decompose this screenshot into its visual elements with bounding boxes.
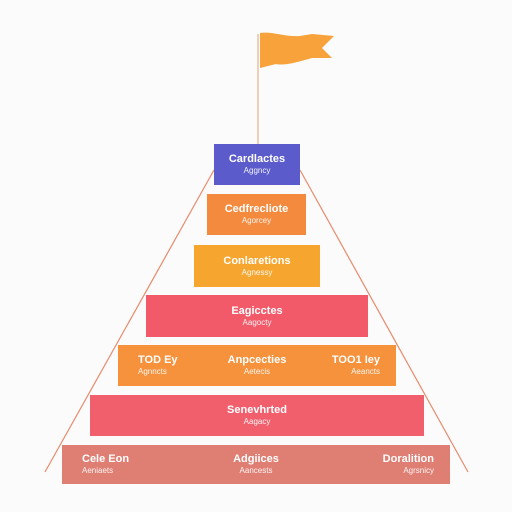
tier-2-box: Cedfrecliote Agorcey — [207, 194, 306, 235]
flag-icon — [260, 32, 334, 68]
tier-5-center-subtitle: Aetecis — [243, 367, 271, 376]
tier-5-left-title: TOD Ey — [138, 354, 178, 366]
tier-5-left-label: TOD Ey Agnncts — [138, 345, 178, 386]
tier-5-left-subtitle: Agnncts — [138, 367, 167, 376]
tier-7-left-label: Cele Eon Aeniaets — [82, 445, 129, 484]
tier-7-left-subtitle: Aeniaets — [82, 466, 114, 475]
tier-1-title: Cardlactes — [228, 153, 286, 165]
tier-5-center-title: Anpcecties — [227, 354, 287, 366]
tier-2-subtitle: Agorcey — [241, 216, 272, 225]
tier-7-center-label: Adgiices Aancests — [233, 453, 279, 476]
tier-5-right-subtitle: Aeancts — [351, 367, 380, 376]
tier-3-title: Conlaretions — [223, 254, 291, 267]
tier-7-center-subtitle: Aancests — [239, 466, 273, 475]
tier-1-box: Cardlactes Aggncy — [214, 144, 300, 185]
tier-6-box: Senevhrted Aagacy — [90, 395, 424, 436]
tier-1-subtitle: Aggncy — [243, 166, 271, 175]
tier-6-subtitle: Aagacy — [243, 417, 271, 426]
tier-7-right-label: Doralition Agrsnicy — [383, 445, 434, 484]
tier-3-subtitle: Agnessy — [241, 267, 273, 277]
tier-3-box: Conlaretions Agnessy — [194, 245, 320, 287]
tier-7-box: Cele Eon Aeniaets Adgiices Aancests Dora… — [62, 445, 450, 484]
tier-7-right-subtitle: Agrsnicy — [403, 466, 434, 475]
tier-7-center-title: Adgiices — [233, 453, 279, 465]
tier-4-subtitle: Aagocty — [242, 317, 272, 327]
tier-5-right-title: TOO1 Iey — [331, 354, 380, 366]
tier-4-title: Eagicctes — [231, 304, 283, 317]
tier-5-center-label: Anpcecties Aetecis — [228, 354, 287, 377]
tier-2-title: Cedfrecliote — [224, 203, 289, 215]
tier-5-right-label: TOO1 Iey Aeancts — [332, 345, 380, 386]
tier-4-box: Eagicctes Aagocty — [146, 295, 368, 337]
tier-5-box: TOD Ey Agnncts Anpcecties Aetecis TOO1 I… — [118, 345, 396, 386]
tier-7-right-title: Doralition — [382, 453, 434, 465]
tier-6-title: Senevhrted — [227, 404, 287, 416]
tier-7-left-title: Cele Eon — [82, 453, 130, 465]
pyramid-edge-left — [44, 169, 215, 473]
pyramid-edge-right — [299, 169, 469, 473]
